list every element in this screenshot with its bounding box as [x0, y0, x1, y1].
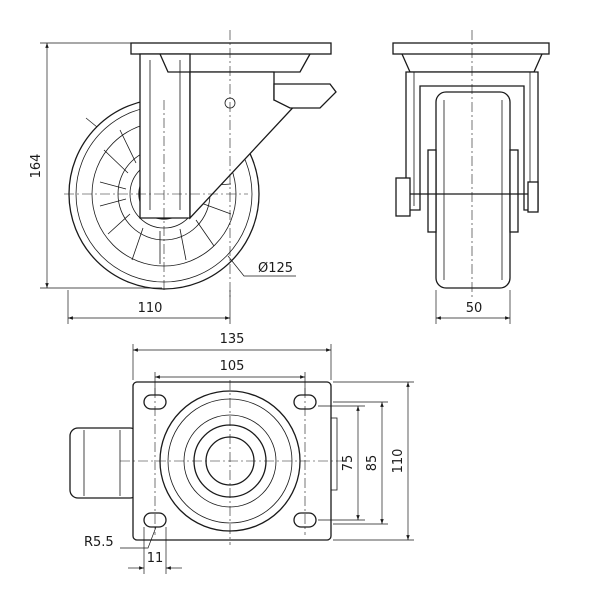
- height-label: 164: [29, 154, 44, 179]
- top-view: [69, 380, 345, 545]
- dim-bolt-spacing-width: 75: [318, 405, 365, 521]
- dim-plate-width-inner: 85: [333, 401, 388, 525]
- dim-plate-length: 135: [132, 332, 332, 380]
- plate-width-label: 110: [391, 449, 406, 474]
- bolt-spacing-width-label: 75: [341, 455, 356, 472]
- plate-width-inner-label: 85: [365, 455, 380, 472]
- dim-plate-width: 110: [333, 381, 414, 541]
- plate-length-label: 135: [220, 332, 245, 347]
- dim-slot-length: 11: [128, 527, 182, 574]
- wheel-width-label: 50: [466, 301, 483, 316]
- slot-length-label: 11: [147, 551, 164, 566]
- dim-offset: 110: [67, 290, 231, 324]
- bolt-spacing-length-label: 105: [220, 359, 245, 374]
- slot-radius-leader: [120, 526, 157, 549]
- dim-height: 164: [29, 42, 162, 289]
- side-view: [64, 30, 337, 300]
- front-view: [392, 30, 550, 300]
- slot-radius-label: R5.5: [84, 535, 114, 550]
- offset-label: 110: [138, 301, 163, 316]
- dim-wheel-width: 50: [435, 290, 511, 324]
- wheel-diameter-label: Ø125: [258, 261, 293, 276]
- dim-bolt-spacing-length: 105: [154, 359, 306, 395]
